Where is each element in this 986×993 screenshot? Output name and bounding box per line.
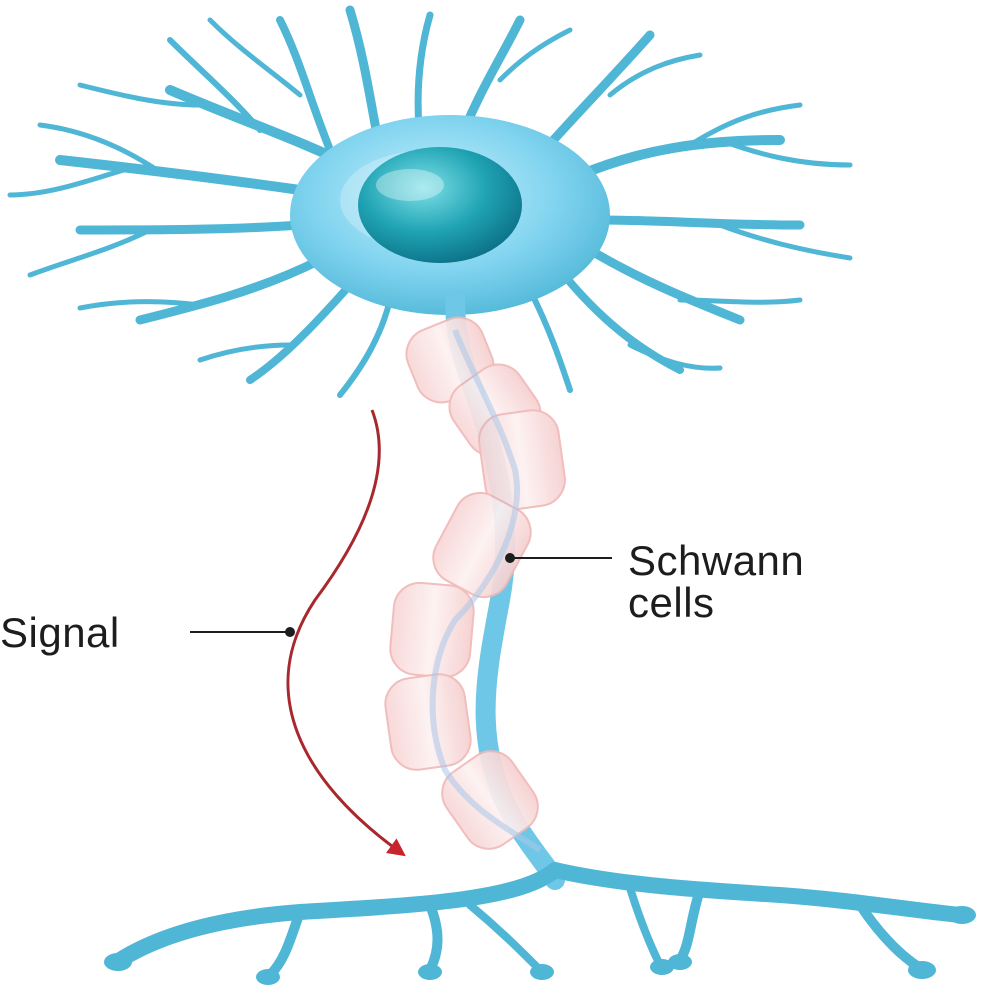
signal-arrow [288,410,400,852]
schwann-cell [388,581,476,680]
schwann-cells [382,310,568,859]
nucleus [358,147,522,263]
schwann-cell [382,671,474,773]
schwann-cells-label: Schwann cells [628,540,928,624]
schwann-label-line1: Schwann [628,540,928,582]
signal-leader-dot [285,627,295,637]
schwann-leader-dot [505,553,515,563]
schwann-label-line2: cells [628,582,928,624]
signal-label: Signal [0,612,120,654]
axon-terminals [120,870,960,975]
